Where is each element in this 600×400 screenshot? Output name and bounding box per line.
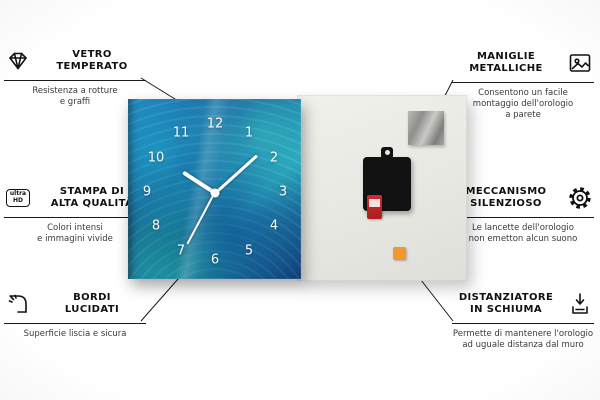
clock-number: 9 [142,184,152,200]
gear-icon [566,185,594,211]
callout-foam-spacer: DISTANZIATORE IN SCHIUMA Permette di man… [452,287,594,351]
callout-description: Consentono un facile montaggio dell'orol… [472,88,574,121]
clock-number: 5 [244,243,254,259]
clock-number: 2 [269,150,279,166]
diamond-icon [4,51,32,71]
ultra-hd-icon: ultra HD [4,189,32,207]
hands-center-cap [210,188,220,198]
clock-front-face: 12 1 2 3 4 5 6 7 8 9 10 11 [128,99,301,279]
picture-frame-icon [566,52,594,74]
ultra-hd-label: ultra HD [5,189,31,207]
clock-back-panel [297,95,467,281]
callout-title: MECCANISMO SILENZIOSO [465,185,547,210]
foam-spacer [393,247,406,260]
callout-title: MANIGLIE METALLICHE [469,50,543,75]
callout-metal-handles: MANIGLIE METALLICHE Consentono un facile… [452,46,594,121]
clock-number: 4 [269,218,279,234]
callout-print-quality: ultra HD STAMPA DI ALTA QUALITÀ Colori i… [4,181,146,245]
clock-mechanism [363,147,411,219]
clock-number: 7 [176,243,186,259]
callout-tempered-glass: VETRO TEMPERATO Resistenza a rotture e g… [4,44,146,108]
clock-number: 6 [210,252,220,268]
callout-description: Colori intensi e immagini vivide [37,223,113,245]
callout-polished-edges: BORDI LUCIDATI Superficie liscia e sicur… [4,287,146,340]
callout-description: Superficie liscia e sicura [23,329,127,339]
callout-description: Permette di mantenere l'orologio ad ugua… [452,329,594,351]
callout-title: DISTANZIATORE IN SCHIUMA [458,291,554,316]
callout-description: Le lancette dell'orologio non emetton al… [468,223,578,245]
clock-number: 10 [147,150,165,166]
clock-number: 12 [206,116,224,132]
polished-edge-icon [4,293,32,315]
callout-silent-mechanism: MECCANISMO SILENZIOSO Le lancette dell'o… [452,181,594,245]
callout-title: BORDI LUCIDATI [64,291,120,316]
mechanism-hook [381,147,393,159]
clock-number: 1 [244,125,254,141]
clock-number: 3 [278,184,288,200]
metal-hanger-plate [408,111,444,145]
callout-title: VETRO TEMPERATO [56,48,128,73]
battery [367,195,382,219]
clock-number: 8 [151,218,161,234]
callout-description: Resistenza a rotture e graffi [32,86,118,108]
foam-spacer-icon [566,292,594,316]
clock-number: 11 [172,125,190,141]
callout-title: STAMPA DI ALTA QUALITÀ [50,185,134,210]
